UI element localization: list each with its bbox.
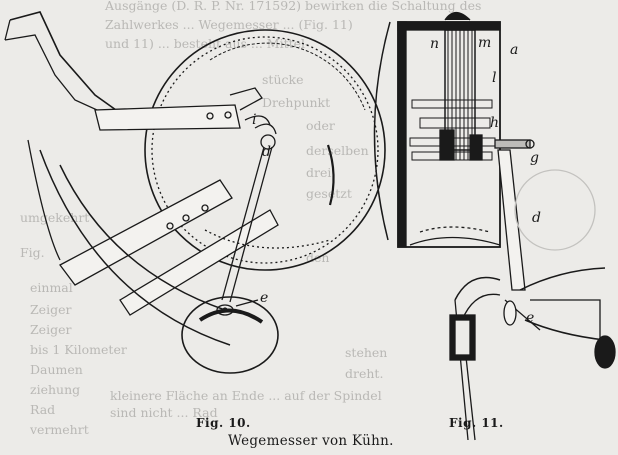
bleed-line: sind nicht ... Rad — [110, 405, 218, 420]
bleed-line: umgekehrt — [20, 210, 90, 225]
bleed-line: stücke — [262, 72, 304, 87]
label-a: a — [510, 42, 519, 58]
bleed-line: Zeiger — [30, 322, 72, 337]
label-h: h — [490, 115, 500, 131]
label-d-fig11: d — [532, 210, 541, 226]
bleed-line: Rad — [30, 402, 56, 417]
label-e-fig10: e — [260, 290, 269, 306]
label-i: i — [252, 112, 257, 128]
main-caption: Wegemesser von Kühn. — [228, 433, 394, 449]
bleed-line: einmal — [30, 280, 73, 295]
bleed-line: derselben — [306, 143, 369, 158]
fig10-caption: Fig. 10. — [196, 416, 251, 430]
disc-outer — [144, 29, 386, 271]
bleed-line: stehen — [345, 345, 388, 360]
bleed-line: Drehpunkt — [262, 95, 331, 110]
bleed-line: dreht. — [345, 366, 384, 381]
bleed-line: gesetzt — [306, 186, 352, 201]
fig11-caption: Fig. 11. — [449, 416, 504, 430]
bleed-line: oder — [306, 118, 335, 133]
label-n: n — [430, 36, 440, 52]
bleed-line: Zahlwerkes ... Wegemesser ... (Fig. 11) — [105, 17, 353, 32]
label-e-fig11: e — [526, 310, 535, 326]
disc-hatch — [151, 36, 379, 264]
bleed-line: drei — [306, 165, 332, 180]
label-m: m — [478, 35, 492, 51]
bleed-line: Zeiger — [30, 302, 72, 317]
bleed-line: Fig. — [20, 245, 45, 260]
bleed-line: Ausgänge (D. R. P. Nr. 171592) bewirken … — [105, 0, 482, 13]
label-l: l — [492, 70, 497, 86]
bleed-line: Daumen — [30, 362, 83, 377]
bleed-line: bis 1 Kilometer — [30, 342, 127, 357]
label-d-fig10: d — [262, 144, 271, 160]
label-g: g — [530, 150, 539, 166]
bleed-line: und 11) ... besteht aus ... Mittel- — [105, 36, 310, 51]
bleed-line: ziehung — [30, 382, 81, 397]
bleed-line: vermehrt — [30, 422, 89, 437]
bleed-line: kleinere Fläche an Ende ... auf der Spin… — [110, 388, 382, 403]
